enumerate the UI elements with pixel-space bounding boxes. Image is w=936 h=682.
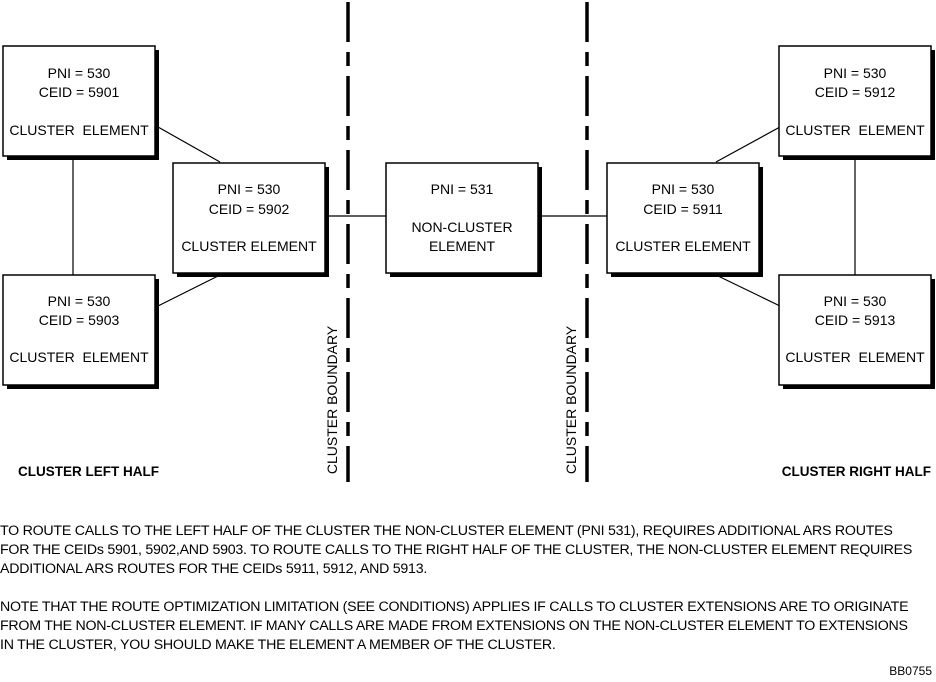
boundary-label-left: CLUSTER BOUNDARY bbox=[324, 325, 340, 474]
link-5913-5911 bbox=[715, 274, 781, 307]
cluster-element-5913: PNI = 530 CEID = 5913 CLUSTER ELEMENT bbox=[778, 274, 935, 389]
cluster-element-5903: PNI = 530 CEID = 5903 CLUSTER ELEMENT bbox=[2, 274, 159, 389]
cluster-element-5901: PNI = 530 CEID = 5901 CLUSTER ELEMENT bbox=[2, 45, 159, 160]
non-cluster-element-531: PNI = 531 NON-CLUSTER ELEMENT bbox=[385, 162, 542, 277]
connector-lines bbox=[72, 126, 856, 307]
node-pni: PNI = 530 bbox=[824, 65, 887, 81]
node-pni: PNI = 530 bbox=[652, 181, 715, 197]
node-ceid: CEID = 5911 bbox=[643, 201, 723, 217]
node-label: CLUSTER ELEMENT bbox=[785, 122, 925, 138]
figure-id: BB0755 bbox=[889, 664, 932, 678]
cluster-element-5911: PNI = 530 CEID = 5911 CLUSTER ELEMENT bbox=[606, 162, 763, 277]
cluster-left-half-label: CLUSTER LEFT HALF bbox=[18, 464, 159, 479]
cluster-diagram: CLUSTER BOUNDARY CLUSTER BOUNDARY PNI = … bbox=[2, 2, 935, 482]
node-ceid: CEID = 5902 bbox=[209, 201, 290, 217]
link-5903-5902 bbox=[157, 274, 221, 307]
node-ceid: CEID = 5903 bbox=[39, 312, 120, 328]
boundary-label-right: CLUSTER BOUNDARY bbox=[563, 325, 579, 474]
node-label-line1: NON-CLUSTER bbox=[411, 219, 512, 235]
node-label: CLUSTER ELEMENT bbox=[9, 349, 149, 365]
cluster-element-5902: PNI = 530 CEID = 5902 CLUSTER ELEMENT bbox=[172, 162, 329, 277]
node-label: CLUSTER ELEMENT bbox=[615, 238, 751, 254]
node-label: CLUSTER ELEMENT bbox=[181, 238, 317, 254]
node-ceid: CEID = 5913 bbox=[815, 312, 896, 328]
node-label-line2: ELEMENT bbox=[429, 238, 496, 254]
node-pni: PNI = 530 bbox=[824, 293, 887, 309]
cluster-right-half-label: CLUSTER RIGHT HALF bbox=[782, 464, 931, 479]
cluster-element-5912: PNI = 530 CEID = 5912 CLUSTER ELEMENT bbox=[778, 45, 935, 160]
node-pni: PNI = 530 bbox=[48, 293, 111, 309]
node-pni: PNI = 531 bbox=[431, 181, 494, 197]
note-paragraph: NOTE THAT THE ROUTE OPTIMIZATION LIMITAT… bbox=[0, 599, 909, 653]
link-5901-5902 bbox=[157, 126, 221, 163]
node-ceid: CEID = 5912 bbox=[815, 84, 896, 100]
node-pni: PNI = 530 bbox=[48, 65, 111, 81]
node-label: CLUSTER ELEMENT bbox=[9, 122, 149, 138]
link-5912-5911 bbox=[715, 126, 781, 163]
routing-paragraph: TO ROUTE CALLS TO THE LEFT HALF OF THE C… bbox=[0, 523, 913, 577]
node-pni: PNI = 530 bbox=[218, 181, 281, 197]
node-label: CLUSTER ELEMENT bbox=[785, 349, 925, 365]
node-ceid: CEID = 5901 bbox=[39, 84, 120, 100]
